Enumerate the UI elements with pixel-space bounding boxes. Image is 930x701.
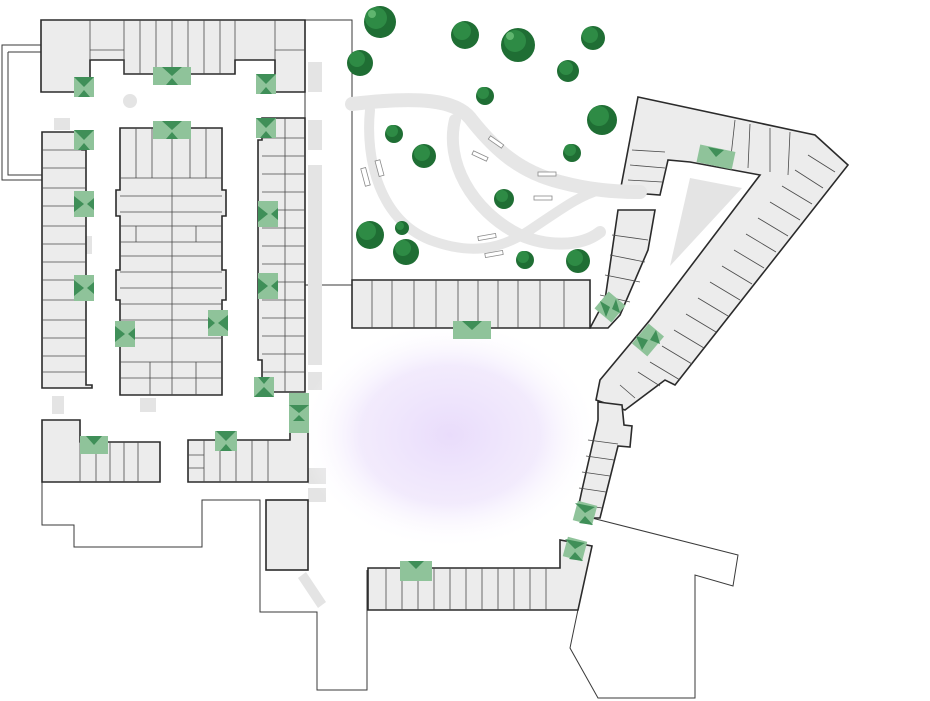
tree — [356, 221, 384, 249]
building-west[interactable] — [41, 131, 93, 389]
entrance-marker — [153, 67, 191, 85]
park-paths — [345, 93, 647, 254]
entrances[interactable] — [74, 67, 736, 581]
tree — [587, 105, 617, 135]
entrance-marker — [115, 321, 135, 347]
entrance-marker — [289, 393, 309, 433]
entrance-marker — [74, 130, 94, 150]
tree — [347, 50, 373, 76]
tree — [516, 251, 534, 269]
building-east-lower[interactable] — [575, 401, 633, 519]
tree — [581, 26, 605, 50]
tree — [563, 144, 581, 162]
tree — [364, 6, 396, 38]
trees — [347, 6, 617, 273]
tree — [393, 239, 419, 265]
building-south[interactable] — [367, 539, 593, 611]
entrance-marker — [453, 321, 491, 339]
entrance-marker — [74, 275, 94, 301]
entrance-marker — [256, 74, 276, 94]
entrance-marker — [215, 431, 237, 451]
tree — [476, 87, 494, 105]
building-central[interactable] — [115, 127, 227, 396]
entrance-marker — [256, 118, 276, 138]
building-north-east[interactable] — [595, 96, 850, 411]
building-south-middle[interactable] — [187, 431, 309, 483]
building-east-inner[interactable] — [257, 117, 306, 393]
tree — [557, 60, 579, 82]
entrance-marker — [562, 536, 588, 562]
entrance-marker — [400, 561, 432, 581]
entrance-marker — [74, 191, 94, 217]
entrance-marker — [80, 436, 108, 454]
tree — [385, 125, 403, 143]
entrance-marker — [594, 291, 626, 323]
entrance-marker — [631, 323, 665, 357]
selected-area-glow — [300, 320, 600, 550]
building-park-south[interactable] — [351, 279, 591, 329]
paving — [52, 62, 742, 608]
entrance-marker — [254, 377, 274, 397]
tree — [494, 189, 514, 209]
tree — [451, 21, 479, 49]
entrance-marker — [74, 77, 94, 97]
entrance-marker — [153, 121, 191, 139]
entrance-marker — [572, 500, 598, 526]
tree — [395, 221, 409, 235]
tree — [566, 249, 590, 273]
entrance-marker — [208, 310, 228, 336]
entrance-marker — [258, 273, 278, 299]
benches — [360, 135, 557, 258]
tree — [501, 28, 535, 62]
tree — [412, 144, 436, 168]
building-south-small[interactable] — [265, 499, 309, 571]
entrance-marker — [696, 144, 736, 170]
entrance-marker — [258, 201, 278, 227]
